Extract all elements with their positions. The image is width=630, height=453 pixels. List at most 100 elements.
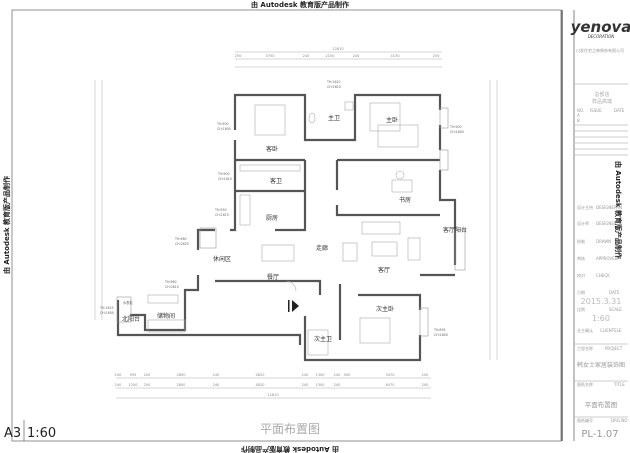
svg-text:240: 240 [334,373,341,377]
svg-text:1300: 1300 [316,373,325,377]
room-master-bedroom: 主卧 [386,116,398,124]
entrance-arrow-icon [292,300,299,312]
svg-text:设计主持: 设计主持 [577,204,593,210]
bottom-dimensions: 240 995 200 2800 240 4820 240 1300 240 9… [115,373,431,399]
svg-text:图纸编号: 图纸编号 [577,417,593,423]
svg-text:240: 240 [302,373,309,377]
guest-bed [254,104,286,136]
svg-text:业主确认: 业主确认 [577,327,593,333]
master-rug [377,124,419,148]
coffee-table [371,241,398,257]
svg-text:B: B [577,118,580,123]
svg-text:240: 240 [213,383,220,387]
room-study: 书房 [399,196,411,204]
second-bed [359,317,391,344]
svg-text:校对: 校对 [577,272,585,278]
paper-size: A3 [4,426,21,441]
walls [116,93,457,362]
svg-text:TH:900: TH:900 [216,122,229,126]
svg-text:SCALE: SCALE [609,307,622,312]
svg-text:CLIENTELE: CLIENTELE [600,328,622,333]
svg-text:总部店: 总部店 [594,91,609,98]
svg-text:240: 240 [115,383,122,387]
svg-text:250: 250 [433,54,440,58]
svg-text:240: 240 [353,54,360,58]
svg-text:CH:1800: CH:1800 [434,333,448,337]
armchair [342,242,358,262]
svg-text:TITLE: TITLE [613,382,625,387]
svg-text:DESIGNER-IN: DESIGNER-IN [596,205,622,210]
svg-text:平面布置图: 平面布置图 [585,400,618,409]
svg-text:240: 240 [303,54,310,58]
svg-text:比例: 比例 [577,306,585,312]
svg-text:川发住宅之神装饰有限公司: 川发住宅之神装饰有限公司 [576,47,624,53]
svg-text:240: 240 [115,373,122,377]
svg-text:A: A [577,113,580,118]
room-living-balcony: 客厅阳台 [443,226,467,234]
dim-top-total: 12810 [332,47,343,51]
study-desk [391,179,413,193]
svg-text:TH:960: TH:960 [164,280,177,284]
svg-text:TH:900: TH:900 [449,125,462,129]
svg-text:200: 200 [144,383,151,387]
room-storage: 储物间 [157,312,175,320]
svg-text:2800: 2800 [177,373,186,377]
svg-text:DECORATION: DECORATION [588,34,615,39]
room-living: 客厅 [378,266,390,274]
room-second-bedroom: 次主卧 [376,305,394,313]
svg-text:1300: 1300 [316,383,325,387]
room-guest-bath: 客卫 [270,177,282,185]
svg-text:样品高端: 样品高端 [592,98,612,105]
drawing-date: 2015.3.31 [581,297,622,306]
svg-text:PROJECT: PROJECT [605,346,623,351]
furniture [147,101,421,356]
windows [116,107,466,337]
svg-text:CH:1600: CH:1600 [450,130,464,134]
svg-text:3470: 3470 [386,373,395,377]
watermark-bottom: 由 Autodesk 教育版产品制作 [241,445,339,453]
storage-cabinet [147,319,186,333]
svg-text:CH:1610: CH:1610 [327,85,341,89]
room-labels: 客卧 主卫 主卧 客卫 厨房 书房 客厅阳台 休闲区 餐厅 走廊 客厅 储物间 … [122,114,467,343]
svg-text:CH:2625: CH:2625 [175,242,189,246]
svg-text:250: 250 [235,54,242,58]
svg-text:CH:1600: CH:1600 [217,127,231,131]
svg-text:2100: 2100 [326,54,335,58]
room-second-bath: 次主卫 [314,335,332,343]
svg-text:CHECK: CHECK [596,273,610,278]
svg-text:900: 900 [344,373,351,377]
room-dining: 餐厅 [267,273,279,281]
svg-text:DATE: DATE [614,108,625,113]
svg-text:3700: 3700 [266,54,275,58]
svg-text:1250: 1250 [129,383,138,387]
watermark-top: 由 Autodesk 教育版产品制作 [251,0,349,9]
svg-text:设计师: 设计师 [577,220,589,226]
room-guest-bedroom: 客卧 [266,145,278,153]
svg-text:200: 200 [144,373,151,377]
svg-text:日期: 日期 [577,289,585,295]
svg-text:TH:900: TH:900 [217,172,230,176]
room-kitchen: 厨房 [266,214,278,222]
kitchen-counter [239,194,251,226]
svg-text:6470: 6470 [386,383,395,387]
svg-text:1:60: 1:60 [592,314,610,323]
title-block: yenova DECORATION 川发住宅之神装饰有限公司 总部店 样品高端 … [571,18,630,440]
drawing-number: PL-1.07 [581,429,618,440]
svg-text:4130: 4130 [391,54,400,58]
svg-text:ISSUE: ISSUE [590,108,602,113]
svg-text:TH:1610: TH:1610 [326,80,341,84]
svg-text:240: 240 [334,383,341,387]
svg-text:工程名称: 工程名称 [577,345,593,351]
svg-text:240: 240 [213,373,220,377]
svg-text:240: 240 [302,383,309,387]
svg-text:CH:1610: CH:1610 [218,177,232,181]
svg-text:DATE: DATE [609,290,620,295]
master-bed [369,102,401,132]
sheet-scale: 1:60 [27,426,56,441]
svg-text:NO.: NO. [577,108,584,113]
svg-text:审核: 审核 [577,255,585,261]
svg-text:APPROVED: APPROVED [596,256,618,261]
svg-text:TH:1615: TH:1615 [99,306,114,310]
